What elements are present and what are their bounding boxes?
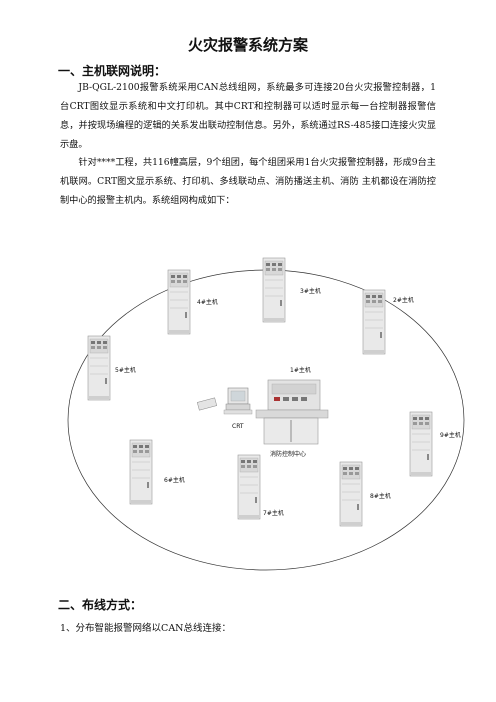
- host-label-3: 3#主机: [300, 287, 321, 295]
- host-5-cabinet: [87, 335, 111, 401]
- host-9-cabinet: [409, 411, 433, 477]
- host-6-cabinet: [129, 439, 153, 505]
- control-center-label: 消防控制中心: [270, 450, 306, 458]
- host-4-cabinet: [167, 269, 191, 335]
- section-heading-host-network: 一、主机联网说明：: [58, 64, 167, 78]
- host-label-2: 2#主机: [393, 296, 414, 304]
- host-label-9: 9#主机: [440, 431, 461, 439]
- host-2-cabinet: [362, 289, 386, 355]
- host-3-cabinet: [262, 257, 286, 323]
- wiring-item-1: 1、分布智能报警网络以CAN总线连接：: [60, 623, 231, 634]
- host-label-4: 4#主机: [197, 298, 218, 306]
- paragraph-system-description: JB-QGL-2100报警系统采用CAN总线组网，系统最多可连接20台火灾报警控…: [60, 82, 436, 150]
- host-label-5: 5#主机: [115, 366, 136, 374]
- host-label-8: 8#主机: [370, 492, 391, 500]
- fire-control-console: [255, 379, 329, 445]
- section-heading-wiring: 二、布线方式：: [58, 598, 143, 612]
- document-title: 火灾报警系统方案: [187, 36, 308, 54]
- crt-workstation: [223, 387, 253, 415]
- host-7-cabinet: [237, 454, 261, 520]
- host-label-6: 6#主机: [164, 476, 185, 484]
- paragraph-project-description: 针对****工程，共116幢高层，9个组团，每个组团采用1台火灾报警控制器，形成…: [60, 157, 436, 206]
- printer: [196, 397, 218, 411]
- host-8-cabinet: [339, 461, 363, 527]
- crt-label: CRT: [232, 423, 244, 430]
- host-label-1: 1#主机: [290, 366, 311, 374]
- host-label-7: 7#主机: [263, 509, 284, 517]
